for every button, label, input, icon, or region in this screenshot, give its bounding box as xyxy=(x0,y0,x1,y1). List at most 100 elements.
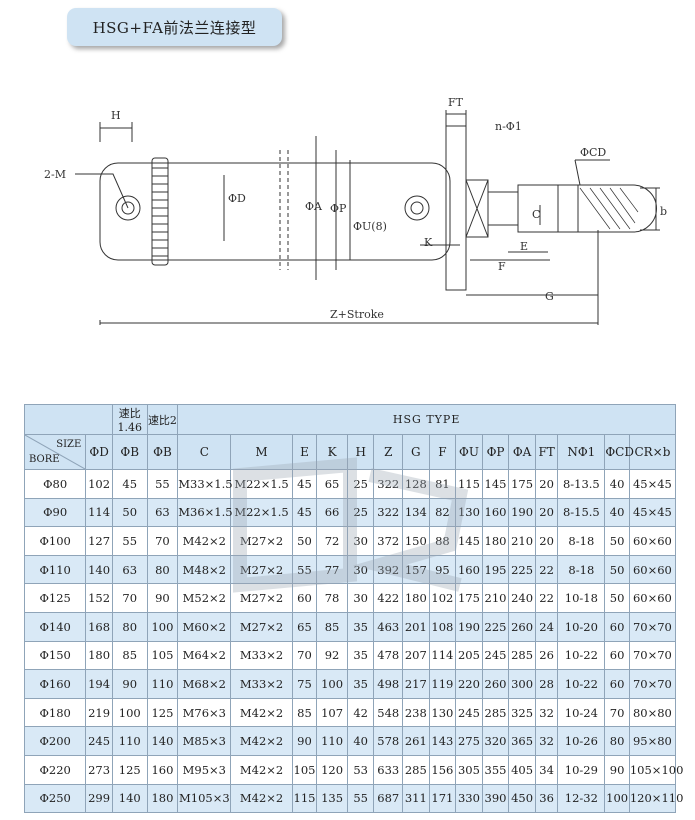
header-size: SIZE xyxy=(56,439,82,450)
table-cell: 190 xyxy=(455,611,483,642)
table-cell: 36 xyxy=(534,783,559,814)
table-cell: M27×2 xyxy=(230,583,293,613)
table-cell: M27×2 xyxy=(230,611,293,642)
table-cell: 20 xyxy=(534,497,559,528)
table-cell: 30 xyxy=(346,526,375,556)
table-cell: 70 xyxy=(291,640,318,671)
table-cell: M42×2 xyxy=(230,697,293,728)
table-cell: 102 xyxy=(85,469,113,499)
column-header: H xyxy=(346,434,375,470)
table-cell: 205 xyxy=(455,640,483,671)
header-speed-ratio-1: 速比1.46 xyxy=(111,404,148,435)
table-cell: 578 xyxy=(373,726,404,756)
table-cell: M68×2 xyxy=(177,669,232,699)
table-cell: 90 xyxy=(146,583,179,613)
table-cell: 160 xyxy=(146,754,179,785)
table-cell: 45 xyxy=(111,469,148,499)
table-cell: 687 xyxy=(373,783,404,814)
table-cell: 63 xyxy=(111,554,148,585)
table-cell: 66 xyxy=(316,497,348,528)
table-cell: 55 xyxy=(346,783,375,814)
table-cell: 88 xyxy=(428,526,457,556)
table-cell: 105 xyxy=(291,754,318,785)
table-cell: 92 xyxy=(316,640,348,671)
table-cell: 322 xyxy=(373,469,404,499)
table-cell: 20 xyxy=(534,526,559,556)
table-cell: 325 xyxy=(508,697,536,728)
table-cell: M85×3 xyxy=(177,726,232,756)
table-cell: 110 xyxy=(316,726,348,756)
column-header: ΦB xyxy=(111,434,148,470)
table-cell: 95×80 xyxy=(628,726,677,756)
table-cell: 40 xyxy=(604,497,630,528)
table-cell: 60 xyxy=(604,611,630,642)
table-cell: M27×2 xyxy=(230,554,293,585)
bore-cell: Φ125 xyxy=(23,583,87,613)
table-cell: 30 xyxy=(346,583,375,613)
column-header: ΦCD xyxy=(604,434,634,470)
table-cell: 8-13.5 xyxy=(557,469,606,499)
page-title: HSG+FA前法兰连接型 xyxy=(67,8,282,46)
table-cell: 60 xyxy=(604,640,630,671)
table-cell: 225 xyxy=(481,611,510,642)
label-a: ΦA xyxy=(305,200,323,213)
table-cell: 80 xyxy=(111,611,148,642)
table-cell: 12-32 xyxy=(557,783,606,814)
table-cell: 130 xyxy=(428,697,457,728)
table-cell: 85 xyxy=(316,611,348,642)
label-h: H xyxy=(111,109,121,122)
table-cell: 105×100 xyxy=(628,754,683,785)
table-cell: 85 xyxy=(111,640,148,671)
table-cell: 219 xyxy=(85,697,113,728)
table-cell: 180 xyxy=(481,526,510,556)
table-cell: 175 xyxy=(455,583,483,613)
table-cell: 405 xyxy=(508,754,536,785)
table-cell: 220 xyxy=(455,669,483,699)
table-cell: 245 xyxy=(481,640,510,671)
table-cell: 105 xyxy=(146,640,179,671)
table-cell: 10-18 xyxy=(557,583,606,613)
table-cell: 34 xyxy=(534,754,559,785)
label-c: C xyxy=(532,208,540,221)
column-header: ΦB xyxy=(146,434,179,470)
table-cell: 10-24 xyxy=(557,697,606,728)
table-cell: 171 xyxy=(428,783,457,814)
table-cell: 210 xyxy=(508,526,536,556)
table-cell: 157 xyxy=(402,554,430,585)
table-cell: M42×2 xyxy=(177,526,232,556)
label-f: F xyxy=(498,260,506,273)
spec-table: 速比1.46 速比2 HSG TYPE SIZE BORE ΦD ΦB ΦB C… xyxy=(23,404,683,814)
table-cell: 22 xyxy=(534,583,559,613)
table-cell: 285 xyxy=(481,697,510,728)
table-cell: 160 xyxy=(455,554,483,585)
table-cell: 70×70 xyxy=(628,640,677,671)
table-cell: 40 xyxy=(604,469,630,499)
table-cell: 107 xyxy=(316,697,348,728)
column-header: ΦU xyxy=(455,434,483,470)
table-cell: 195 xyxy=(481,554,510,585)
table-cell: 150 xyxy=(402,526,430,556)
table-cell: 40 xyxy=(346,726,375,756)
table-cell: 260 xyxy=(481,669,510,699)
table-cell: 180 xyxy=(402,583,430,613)
table-cell: 65 xyxy=(316,469,348,499)
table-cell: 63 xyxy=(146,497,179,528)
bore-cell: Φ140 xyxy=(23,611,87,642)
table-cell: 422 xyxy=(373,583,404,613)
table-cell: 50 xyxy=(604,583,630,613)
bore-cell: Φ160 xyxy=(23,669,87,699)
table-cell: 102 xyxy=(428,583,457,613)
table-cell: 20 xyxy=(534,469,559,499)
table-cell: 60 xyxy=(291,583,318,613)
table-cell: 85 xyxy=(291,697,318,728)
column-header: F xyxy=(428,434,457,470)
table-cell: M33×2 xyxy=(230,669,293,699)
table-cell: 78 xyxy=(316,583,348,613)
bore-cell: Φ100 xyxy=(23,526,87,556)
header-speed-ratio-2: 速比2 xyxy=(146,404,179,435)
table-cell: M48×2 xyxy=(177,554,232,585)
table-cell: 390 xyxy=(481,783,510,814)
table-cell: M22×1.5 xyxy=(230,469,293,499)
table-cell: 22 xyxy=(534,554,559,585)
